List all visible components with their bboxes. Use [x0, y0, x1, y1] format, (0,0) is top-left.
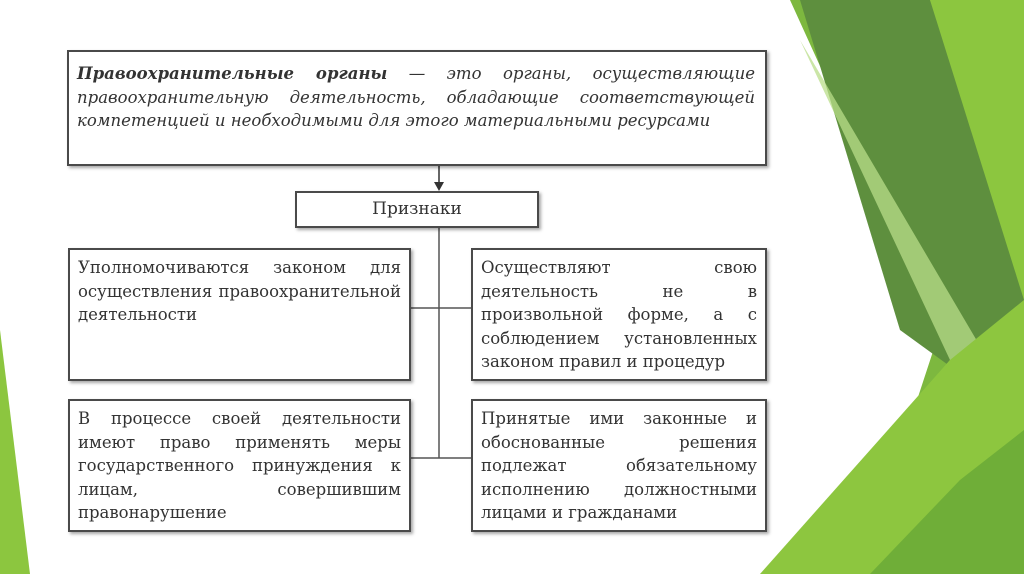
signs-header-box: Признаки	[295, 191, 539, 228]
definition-term: Правоохранительные органы	[77, 64, 388, 83]
sign-card-2: Осуществляют свою деятельность не в прои…	[471, 248, 767, 381]
definition-box: Правоохранительные органы — это органы, …	[67, 50, 767, 166]
signs-label: Признаки	[372, 199, 462, 219]
sign-text-2: Осуществляют свою деятельность не в прои…	[481, 258, 757, 371]
sign-card-4: Принятые ими законные и обоснованные реш…	[471, 399, 767, 532]
sign-card-3: В процессе своей деятельности имеют прав…	[68, 399, 411, 532]
sign-text-3: В процессе своей деятельности имеют прав…	[78, 409, 401, 522]
sign-card-1: Уполномочиваются законом для осуществлен…	[68, 248, 411, 381]
sign-text-1: Уполномочиваются законом для осуществлен…	[78, 258, 401, 324]
sign-text-4: Принятые ими законные и обоснованные реш…	[481, 409, 757, 522]
definition-text: — это органы, осуществляющие правоохрани…	[77, 64, 755, 130]
